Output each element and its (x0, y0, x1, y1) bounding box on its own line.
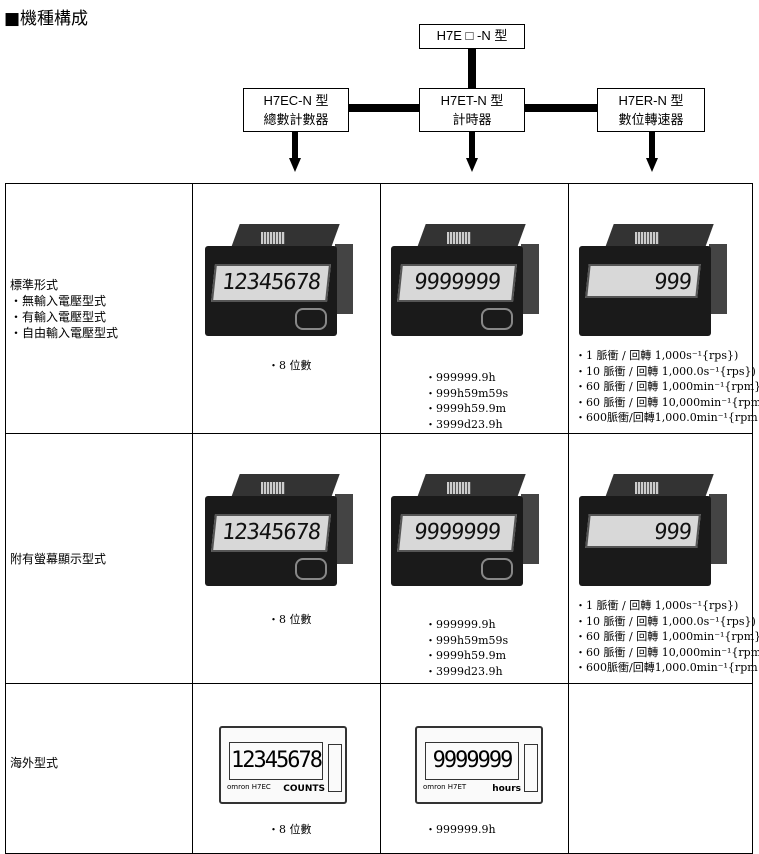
root-model-box: H7E □ -N 型 (419, 24, 525, 49)
spec-list: ・999999.9h ・999h59m59s ・9999h59.9m ・3999d23… (425, 370, 508, 432)
unit-label: hours (492, 784, 521, 794)
spec-item: ・3999d23.9h (425, 417, 503, 431)
spec-list: ・1 脈衝 / 回轉 1,000s⁻¹{rps}) ・10 脈衝 / 回轉 1,0… (575, 598, 759, 676)
spec-list: ・999999.9h ・999h59m59s ・9999h59.9m ・3999d23… (425, 617, 508, 679)
timer-device-image: 9999999 (391, 474, 541, 586)
counter-device-image: 12345678 omron H7EC COUNTS (219, 726, 347, 804)
row-label: 標準形式・無輸入電壓型式・有輸入電壓型式・自由輸入電壓型式 (5, 183, 193, 434)
label-line: 海外型式 (10, 755, 59, 770)
timer-cell: 9999999 ・999999.9h ・999h59m59s ・9999h59.9m… (380, 183, 569, 434)
model-table: 標準形式・無輸入電壓型式・有輸入電壓型式・自由輸入電壓型式 12345678 ・… (5, 183, 759, 854)
arrow-shaft (292, 131, 298, 159)
lcd-display: 12345678 (211, 514, 331, 552)
connector (524, 104, 598, 112)
spec-item: ・8 位數 (268, 823, 312, 836)
spec-item: ・3999d23.9h (425, 664, 503, 678)
section-title: ■機種構成 (4, 9, 89, 29)
spec-item: ・999h59m59s (425, 386, 509, 400)
counter-model-box: H7EC-N 型總數計數器 (243, 88, 349, 132)
lcd-display: 12345678 (229, 742, 323, 780)
table-row-overseas: 海外型式 12345678 omron H7EC COUNTS ・8 位數 9999… (5, 683, 753, 854)
model-name: 計時器 (452, 112, 492, 127)
spec-item: ・10 脈衝 / 回轉 1,000.0s⁻¹{rps}) (575, 364, 756, 378)
lcd-display: 12345678 (211, 264, 331, 302)
lcd-display: 9999999 (397, 514, 517, 552)
spec-item: ・60 脈衝 / 回轉 1,000min⁻¹{rpm}) (575, 380, 759, 393)
label-line: ・無輸入電壓型式 (10, 293, 107, 308)
spec-item: ・10 脈衝 / 回轉 1,000.0s⁻¹{rps}) (575, 614, 756, 628)
timer-cell: 9999999 ・999999.9h ・999h59m59s ・9999h59.9m… (380, 433, 569, 684)
spec-item: ・8 位數 (268, 613, 312, 626)
label-line: 附有螢幕顯示型式 (10, 551, 107, 566)
connector (468, 48, 476, 89)
empty-cell (568, 683, 753, 854)
counter-device-image: 12345678 (205, 474, 355, 586)
tacho-device-image: 999 (579, 474, 729, 586)
spec-item: ・600脈衝/回轉1,000.0min⁻¹{rpm}) (575, 411, 759, 424)
spec-item: ・9999h59.9m (425, 402, 507, 415)
model-code: H7EC-N 型 (263, 93, 329, 108)
counter-cell: 12345678 omron H7EC COUNTS ・8 位數 (192, 683, 381, 854)
tacho-model-box: H7ER-N 型數位轉速器 (597, 88, 705, 132)
row-label: 海外型式 (5, 683, 193, 854)
spec-item: ・999999.9h (425, 823, 496, 836)
spec-list: ・1 脈衝 / 回轉 1,000s⁻¹{rps}) ・10 脈衝 / 回轉 1,0… (575, 348, 759, 426)
arrow-shaft (649, 131, 655, 159)
label-line: 標準形式 (10, 277, 59, 292)
arrow-down-icon (289, 158, 301, 172)
model-name: 總數計數器 (263, 112, 329, 127)
spec-item: ・60 脈衝 / 回轉 1,000min⁻¹{rpm}) (575, 630, 759, 643)
spec-item: ・1 脈衝 / 回轉 1,000s⁻¹{rps}) (575, 349, 739, 362)
spec-item: ・8 位數 (268, 359, 312, 372)
arrow-shaft (469, 131, 475, 159)
timer-cell: 9999999 omron H7ET hours ・999999.9h (380, 683, 569, 854)
model-code: H7ET-N 型 (440, 93, 504, 108)
label-line: ・有輸入電壓型式 (10, 309, 107, 324)
lcd-display: 999 (585, 514, 701, 548)
timer-device-image: 9999999 omron H7ET hours (415, 726, 543, 804)
spec-item: ・60 脈衝 / 回轉 10,000min⁻¹{rpm}) (575, 395, 759, 409)
spec-item: ・1 脈衝 / 回轉 1,000s⁻¹{rps}) (575, 599, 739, 612)
tacho-cell: 999 ・1 脈衝 / 回轉 1,000s⁻¹{rps}) ・10 脈衝 / 回轉… (568, 183, 759, 434)
spec-item: ・9999h59.9m (425, 649, 507, 662)
spec-item: ・999999.9h (425, 618, 496, 631)
table-row-monitor: 附有螢幕顯示型式 12345678 ・8 位數 9999999 ・999999.… (5, 433, 759, 684)
counter-device-image: 12345678 (205, 224, 355, 336)
lcd-display: 9999999 (425, 742, 519, 780)
label-line: ・自由輸入電壓型式 (10, 325, 119, 340)
arrow-down-icon (646, 158, 658, 172)
brand-label: omron H7ET (423, 783, 467, 791)
timer-model-box: H7ET-N 型計時器 (419, 88, 525, 132)
spec-item: ・999h59m59s (425, 633, 509, 647)
tacho-cell: 999 ・1 脈衝 / 回轉 1,000s⁻¹{rps}) ・10 脈衝 / 回轉… (568, 433, 759, 684)
tacho-device-image: 999 (579, 224, 729, 336)
lcd-display: 999 (585, 264, 701, 298)
unit-label: COUNTS (283, 784, 325, 794)
counter-cell: 12345678 ・8 位數 (192, 183, 381, 434)
model-name: 數位轉速器 (618, 112, 684, 127)
spec-item: ・60 脈衝 / 回轉 10,000min⁻¹{rpm}) (575, 645, 759, 659)
table-row-standard: 標準形式・無輸入電壓型式・有輸入電壓型式・自由輸入電壓型式 12345678 ・… (5, 183, 759, 434)
row-label: 附有螢幕顯示型式 (5, 433, 193, 684)
spec-item: ・600脈衝/回轉1,000.0min⁻¹{rpm}) (575, 661, 759, 674)
counter-cell: 12345678 ・8 位數 (192, 433, 381, 684)
lcd-display: 9999999 (397, 264, 517, 302)
arrow-down-icon (466, 158, 478, 172)
connector (348, 104, 420, 112)
brand-label: omron H7EC (227, 783, 271, 791)
spec-item: ・999999.9h (425, 371, 496, 384)
timer-device-image: 9999999 (391, 224, 541, 336)
model-code: H7ER-N 型 (618, 93, 684, 108)
